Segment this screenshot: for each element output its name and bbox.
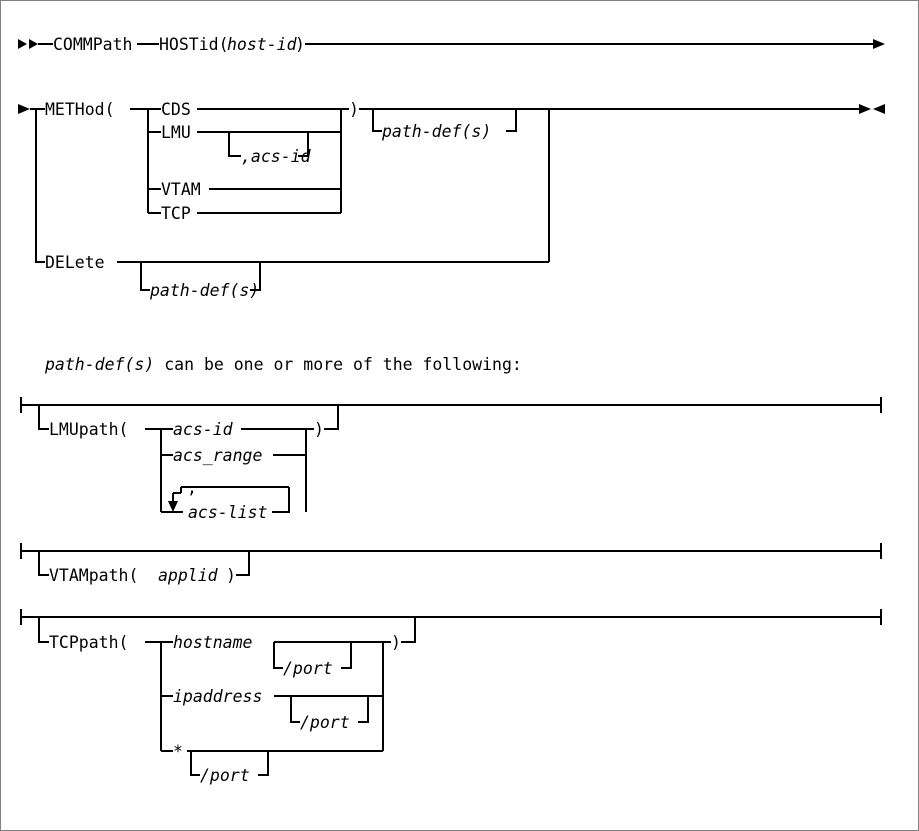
paren-close-method: ) — [349, 100, 359, 119]
optional-label-comma-acs-id: ,acs-id — [241, 147, 312, 166]
rail-asterisk-port-down — [190, 751, 200, 776]
rail-tcppath-detour-up — [401, 617, 416, 643]
rail-hostname-port-up — [341, 642, 352, 669]
rule-line-commpath-hostid: COMMPath HOSTid( host-id ) — [18, 35, 885, 54]
fragment-lmupath: LMUpath( acs-id acs_range acs-list , — [20, 397, 882, 522]
optional-label-path-defs-method: path-def(s) — [381, 122, 491, 141]
choice-label-cds: CDS — [161, 100, 191, 119]
start-arrow-line2-icon — [18, 104, 30, 114]
optional-label-path-defs-delete: path-def(s) — [149, 281, 259, 300]
repeat-separator-comma: , — [187, 478, 197, 497]
variable-host-id: host-id — [227, 35, 298, 54]
end-arrow-left-icon — [873, 104, 885, 114]
rail-tcppath-detour-down — [38, 617, 49, 643]
rail-pathdefs-d-down — [140, 262, 150, 291]
paren-close-tcppath: ) — [391, 633, 401, 652]
repeat-arrow-down-icon — [168, 501, 178, 512]
keyword-lmupath-open: LMUpath( — [49, 420, 128, 439]
choice-label-acs-range: acs_range — [173, 446, 262, 465]
choice-label-acs-id: acs-id — [173, 420, 234, 439]
branch-spine-method-delete — [35, 109, 45, 263]
optional-label-slash-port-hostname: /port — [283, 659, 333, 678]
optional-label-slash-port-asterisk: /port — [200, 766, 250, 785]
keyword-tcppath-open: TCPpath( — [49, 633, 128, 652]
keyword-delete: DELete — [45, 253, 105, 272]
fragment-note-italic: path-def(s) — [44, 355, 154, 374]
choice-label-hostname: hostname — [173, 633, 253, 652]
choice-label-tcp: TCP — [161, 204, 191, 223]
rail-asterisk-port-up — [258, 751, 269, 776]
choice-label-ipaddress: ipaddress — [173, 687, 262, 706]
choice-label-asterisk: * — [173, 742, 183, 761]
rail-pathdefs-m-up — [506, 109, 517, 132]
end-arrow-line1-icon — [873, 39, 885, 49]
rail-pathdefs-m-down — [372, 109, 382, 132]
choice-label-lmu: LMU — [161, 123, 191, 142]
paren-close-hostid: ) — [295, 35, 305, 54]
keyword-vtampath-open: VTAMpath( — [49, 566, 138, 585]
rail-hostname-port-down — [273, 642, 283, 669]
rail-lmupath-detour-down — [38, 405, 49, 430]
fragment-vtampath: VTAMpath( applid ) — [20, 543, 882, 585]
fragment-tcppath: TCPpath( hostname /port ipaddress /port … — [20, 609, 882, 785]
rail-ipaddress-port-down — [290, 696, 300, 723]
choice-label-vtam: VTAM — [161, 180, 201, 199]
rail-acsid-detour-up — [298, 132, 309, 157]
rail-ipaddress-port-up — [358, 696, 369, 723]
keyword-commpath: COMMPath — [53, 35, 132, 54]
fragment-note-rest: can be one or more of the following: — [154, 355, 522, 374]
keyword-method-open: METHod( — [45, 100, 115, 119]
rail-acsid-detour-down — [228, 132, 241, 157]
variable-applid: applid — [158, 566, 219, 585]
start-arrow-1-icon — [18, 39, 27, 49]
fragment-note: path-def(s) can be one or more of the fo… — [44, 355, 522, 374]
paren-close-lmupath: ) — [314, 420, 324, 439]
keyword-hostid-open: HOSTid( — [159, 35, 229, 54]
rail-lmupath-detour-up — [324, 405, 339, 430]
rail-acslist-out-up — [272, 487, 290, 513]
rail-pathdefs-d-up — [250, 262, 261, 291]
paren-close-vtampath: ) — [226, 566, 236, 585]
optional-label-slash-port-ipaddress: /port — [300, 713, 350, 732]
rule-line-method-delete: METHod( CDS LMU ,acs-id VTAM TCP — [18, 100, 885, 300]
rail-vtampath-detour-down — [38, 551, 49, 576]
start-arrow-2-icon — [29, 39, 38, 49]
choice-label-acs-list: acs-list — [188, 503, 268, 522]
rail-vtampath-detour-up — [236, 551, 250, 576]
end-arrow-right-icon — [859, 104, 871, 114]
